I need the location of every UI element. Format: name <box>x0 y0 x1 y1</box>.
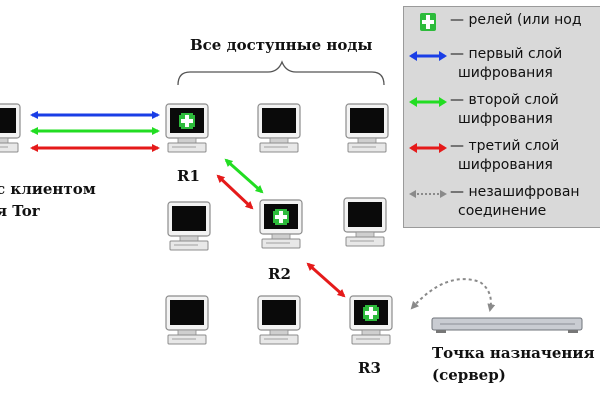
node-computer <box>345 103 389 153</box>
blue-arrow-icon <box>409 51 447 61</box>
node-computer <box>257 295 301 345</box>
gray-dotted-arrow-icon <box>409 190 447 198</box>
destination-server <box>431 317 583 333</box>
legend-item-relay: — релей (или нод <box>404 10 600 50</box>
layer3-r2-r3-arrow <box>306 262 346 298</box>
legend-layer3-text-line2: шифрования <box>458 157 553 173</box>
legend-item-layer2: — второй слой шифрования <box>404 90 600 130</box>
legend-relay-text: — релей (или нод <box>450 12 582 28</box>
relay-r3-label: R3 <box>358 359 381 377</box>
client-computer <box>0 103 21 153</box>
legend-layer2-text-line2: шифрования <box>458 111 553 127</box>
client-label-line2: я Tor <box>0 202 40 220</box>
relay-r1-computer <box>165 103 209 153</box>
legend-item-unencrypted: — незашифрован соединение <box>404 182 600 222</box>
green-cross-icon <box>420 13 436 31</box>
node-computer <box>343 197 387 247</box>
all-nodes-label: Все доступные ноды <box>190 36 373 54</box>
legend-layer3-text-line1: — третий слой <box>450 138 560 154</box>
legend-item-layer1: — первый слой шифрования <box>404 44 600 84</box>
node-computer <box>167 201 211 251</box>
client-label-line1: с клиентом <box>0 180 96 198</box>
destination-label-line2: (сервер) <box>432 366 506 384</box>
unencrypted-r3-server-arrow <box>410 278 496 312</box>
node-computer <box>165 295 209 345</box>
legend-box: — релей (или нод — первый слой шифровани… <box>403 6 600 228</box>
legend-layer2-text-line1: — второй слой <box>450 92 559 108</box>
destination-label-line1: Точка назначения <box>432 344 595 362</box>
legend-item-layer3: — третий слой шифрования <box>404 136 600 176</box>
relay-r2-computer <box>259 199 303 249</box>
all-nodes-bracket <box>177 60 385 86</box>
legend-unencrypted-text-line2: соединение <box>458 203 547 219</box>
legend-unencrypted-text-line1: — незашифрован <box>450 184 580 200</box>
legend-layer1-text-line2: шифрования <box>458 65 553 81</box>
relay-r3-computer <box>349 295 393 345</box>
green-arrow-icon <box>409 97 447 107</box>
relay-r2-label: R2 <box>268 265 291 283</box>
node-computer <box>257 103 301 153</box>
legend-layer1-text-line1: — первый слой <box>450 46 563 62</box>
relay-r1-label: R1 <box>177 167 200 185</box>
layer3-r1-r2-arrow <box>216 174 254 210</box>
red-arrow-icon <box>409 143 447 153</box>
